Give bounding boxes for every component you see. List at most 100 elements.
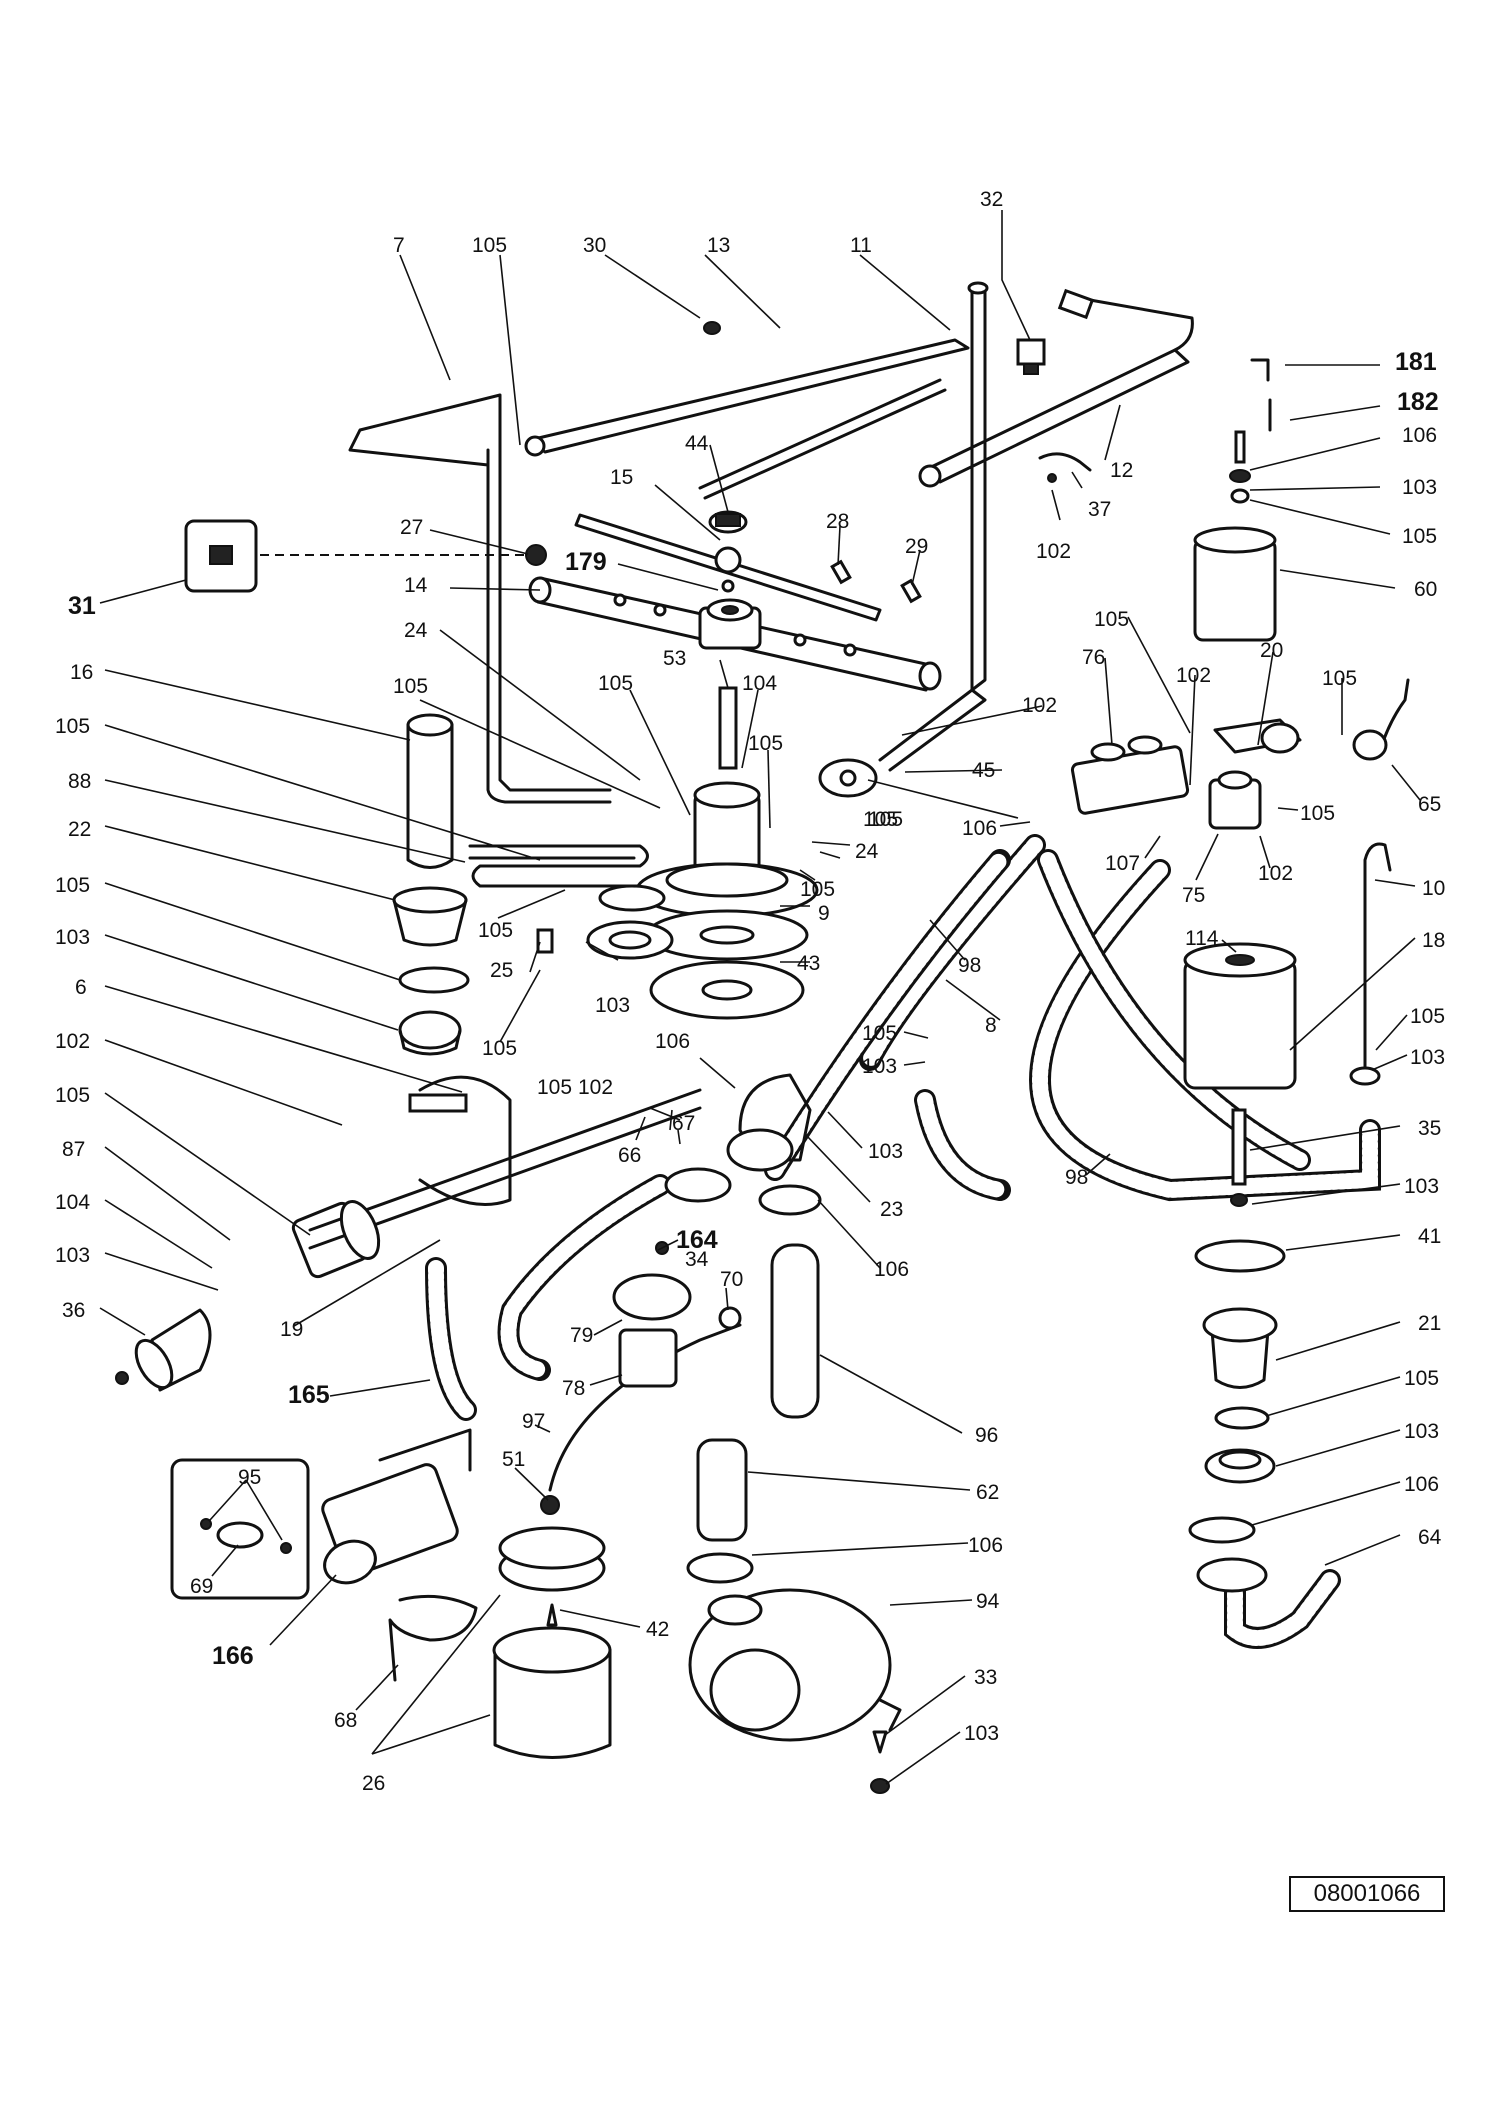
label-part-28: 28: [826, 510, 849, 533]
label-part-94: 94: [976, 1590, 1000, 1613]
label-part-106: 106: [1404, 1473, 1439, 1496]
label-part-103: 103: [1404, 1420, 1439, 1443]
label-part-33: 33: [974, 1666, 997, 1689]
label-part-105: 105: [862, 1022, 897, 1045]
label-part-98: 98: [958, 954, 981, 977]
label-part-6: 6: [75, 976, 87, 999]
label-part-105: 105: [55, 874, 90, 897]
label-part-103: 103: [595, 994, 630, 1017]
label-part-26: 26: [362, 1772, 385, 1795]
spray-arms: [525, 510, 942, 692]
label-part-105: 105: [800, 878, 835, 901]
label-part-106: 106: [962, 817, 997, 840]
label-part-70: 70: [720, 1268, 743, 1291]
label-part-102: 102: [1176, 664, 1211, 687]
label-part-66: 66: [618, 1144, 641, 1167]
label-part-10: 10: [1422, 877, 1445, 900]
label-part-13: 13: [707, 234, 730, 257]
label-part-103: 103: [55, 926, 90, 949]
label-part-105: 105: [598, 672, 633, 695]
label-part-31: 31: [68, 592, 96, 620]
label-part-76: 76: [1082, 646, 1105, 669]
label-part-24: 24: [404, 619, 428, 642]
label-part-64: 64: [1418, 1526, 1442, 1549]
label-part-166: 166: [212, 1642, 254, 1670]
label-part-105: 105: [55, 1084, 90, 1107]
label-part-181: 181: [1395, 348, 1437, 376]
label-part-88: 88: [68, 770, 91, 793]
heater-assembly: [392, 686, 819, 1056]
right-column-parts: [1183, 358, 1392, 1649]
spray-pipe-frame: [348, 281, 1194, 804]
label-part-9: 9: [818, 902, 830, 925]
label-part-102: 102: [55, 1030, 90, 1053]
label-part-24: 24: [855, 840, 879, 863]
label-part-78: 78: [562, 1377, 585, 1400]
label-part-18: 18: [1422, 929, 1445, 952]
label-part-103: 103: [55, 1244, 90, 1267]
label-part-105: 105: [748, 732, 783, 755]
label-part-106: 106: [968, 1534, 1003, 1557]
label-part-104: 104: [742, 672, 777, 695]
drawing-code: 08001066: [1313, 1880, 1421, 1907]
label-part-103: 103: [964, 1722, 999, 1745]
label-part-65: 65: [1418, 793, 1441, 816]
label-part-27: 27: [400, 516, 423, 539]
hoses: [425, 834, 1381, 1542]
part-number-labels: 7 105 30 13 11 32 181 182 106 103 105 60…: [55, 188, 1445, 1795]
label-part-114: 114: [1185, 927, 1219, 950]
label-part-8: 8: [985, 1014, 997, 1037]
label-part-105: 105: [863, 808, 898, 831]
label-part-105: 105: [1094, 608, 1129, 631]
label-part-34: 34: [685, 1248, 709, 1271]
label-part-41: 41: [1418, 1225, 1441, 1248]
label-part-102: 102: [1036, 540, 1071, 563]
label-part-105: 105: [1300, 802, 1335, 825]
label-part-12: 12: [1110, 459, 1133, 482]
label-part-103: 103: [868, 1140, 903, 1163]
label-part-106: 106: [1402, 424, 1437, 447]
label-part-15: 15: [610, 466, 633, 489]
label-part-29: 29: [905, 535, 928, 558]
label-part-60: 60: [1414, 578, 1437, 601]
label-part-98: 98: [1065, 1166, 1088, 1189]
pump-and-lower-parts: [170, 1073, 902, 1794]
label-part-20: 20: [1260, 639, 1283, 662]
label-part-105: 105: [55, 715, 90, 738]
label-part-36: 36: [62, 1299, 85, 1322]
label-part-19: 19: [280, 1318, 303, 1341]
label-part-102: 102: [578, 1076, 613, 1099]
label-part-25: 25: [490, 959, 513, 982]
label-part-103: 103: [862, 1055, 897, 1078]
label-part-105: 105: [472, 234, 507, 257]
label-part-105: 105: [537, 1076, 572, 1099]
solenoid-valves: [1070, 678, 1410, 966]
label-part-103: 103: [1410, 1046, 1445, 1069]
tank-and-element: [115, 1075, 702, 1392]
label-part-69: 69: [190, 1575, 213, 1598]
label-part-102: 102: [1022, 694, 1057, 717]
label-part-105: 105: [868, 808, 903, 831]
label-part-87: 87: [62, 1138, 85, 1161]
label-part-37: 37: [1088, 498, 1111, 521]
label-part-105: 105: [1404, 1367, 1439, 1390]
label-part-105: 105: [482, 1037, 517, 1060]
label-part-21: 21: [1418, 1312, 1441, 1335]
label-part-68: 68: [334, 1709, 357, 1732]
label-part-97: 97: [522, 1410, 545, 1433]
label-part-106: 106: [655, 1030, 690, 1053]
label-part-42: 42: [646, 1618, 669, 1641]
label-part-14: 14: [404, 574, 428, 597]
label-part-16: 16: [70, 661, 93, 684]
label-part-79: 79: [570, 1324, 593, 1347]
label-part-22: 22: [68, 818, 91, 841]
label-part-45: 45: [972, 759, 995, 782]
label-part-107: 107: [1105, 852, 1140, 875]
leader-lines: [99, 210, 1421, 1785]
label-part-103: 103: [1402, 476, 1437, 499]
label-part-35: 35: [1418, 1117, 1441, 1140]
label-part-105: 105: [478, 919, 513, 942]
label-part-44: 44: [685, 432, 709, 455]
label-part-102: 102: [1258, 862, 1293, 885]
